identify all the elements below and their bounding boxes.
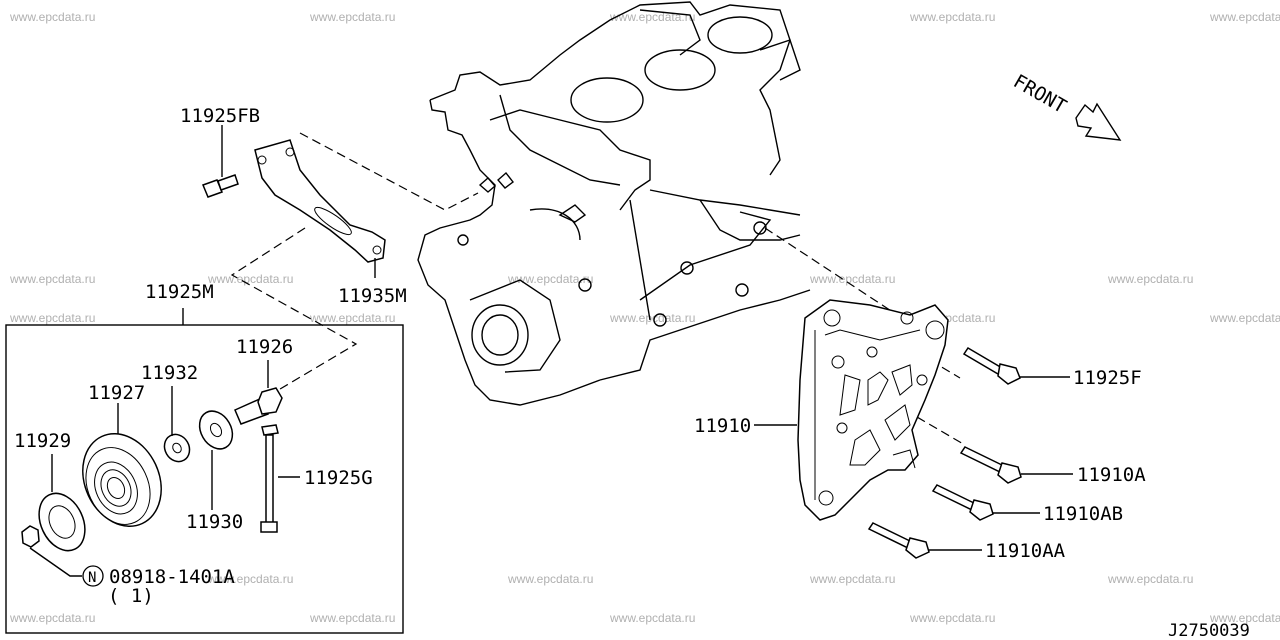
callout-11925F: 11925F (1073, 367, 1142, 389)
callout-11927: 11927 (88, 382, 145, 404)
callout-11925G: 11925G (304, 467, 373, 489)
diagram-code: J2750039 (1168, 621, 1250, 640)
callout-11935M: 11935M (338, 285, 407, 307)
callout-nut-qty: ( 1) (108, 585, 154, 607)
front-indicator: FRONT (1010, 70, 1122, 141)
watermark: www.epcdata.ru (1107, 572, 1193, 586)
bracket-11935M (254, 139, 386, 263)
pulley-kit-box (5, 324, 404, 634)
callout-11910: 11910 (694, 415, 751, 437)
watermark: www.epcdata.ru (1107, 272, 1193, 286)
callout-11932: 11932 (141, 362, 198, 384)
callout-11930: 11930 (186, 511, 243, 533)
watermark: www.epcdata.ru (1209, 611, 1280, 625)
watermark: www.epcdata.ru (9, 272, 95, 286)
bolt-11910AB (931, 484, 994, 521)
watermark: www.epcdata.ru (1209, 10, 1280, 24)
watermark: www.epcdata.ru (309, 611, 395, 625)
pulley-11927 (82, 433, 162, 527)
bolt-11910AA (867, 522, 930, 559)
nut-symbol-icon (82, 565, 104, 587)
bracket-11910 (797, 299, 949, 521)
watermark: www.epcdata.ru (609, 311, 695, 325)
callout-11910AB: 11910AB (1043, 503, 1123, 525)
front-arrow-icon (1075, 102, 1122, 141)
watermark: www.epcdata.ru (809, 572, 895, 586)
callout-11925M: 11925M (145, 281, 214, 303)
callout-11926: 11926 (236, 336, 293, 358)
watermark: www.epcdata.ru (909, 611, 995, 625)
watermark: www.epcdata.ru (9, 10, 95, 24)
callout-11910AA: 11910AA (985, 540, 1066, 562)
spacer-11932 (163, 433, 191, 463)
callout-11910A: 11910A (1077, 464, 1146, 486)
pulley-cover-11929 (38, 492, 86, 552)
bolt-11925FB (202, 174, 239, 198)
watermark: www.epcdata.ru (309, 10, 395, 24)
bolt-11926 (234, 387, 283, 425)
front-label: FRONT (1010, 70, 1071, 118)
callout-11925FB: 11925FB (180, 105, 260, 127)
bolt-11925G (260, 424, 279, 533)
washer-11930 (198, 410, 234, 450)
watermark: www.epcdata.ru (207, 572, 293, 586)
callout-11929: 11929 (14, 430, 71, 452)
watermark: www.epcdata.ru (909, 10, 995, 24)
watermark: www.epcdata.ru (609, 611, 695, 625)
nut-08918 (21, 525, 40, 548)
watermark: www.epcdata.ru (207, 272, 293, 286)
watermark: www.epcdata.ru (1209, 311, 1280, 325)
watermark: www.epcdata.ru (507, 572, 593, 586)
bolt-11910A (959, 446, 1022, 484)
watermark: www.epcdata.ru (9, 611, 95, 625)
nut-symbol-letter: N (88, 570, 96, 586)
leader-lines (29, 125, 1073, 577)
bolt-11925F (962, 346, 1021, 385)
callout-nut-part: 08918-1401A (109, 566, 235, 588)
watermark: www.epcdata.ru (309, 311, 395, 325)
callout-labels: 11925FB 11935M 11925M 11926 11932 11927 … (14, 105, 1146, 607)
watermark: www.epcdata.ru (507, 272, 593, 286)
watermark: www.epcdata.ru (609, 10, 695, 24)
watermark: www.epcdata.ru (809, 272, 895, 286)
engine-block (417, 1, 811, 406)
watermark: www.epcdata.ru (9, 311, 95, 325)
